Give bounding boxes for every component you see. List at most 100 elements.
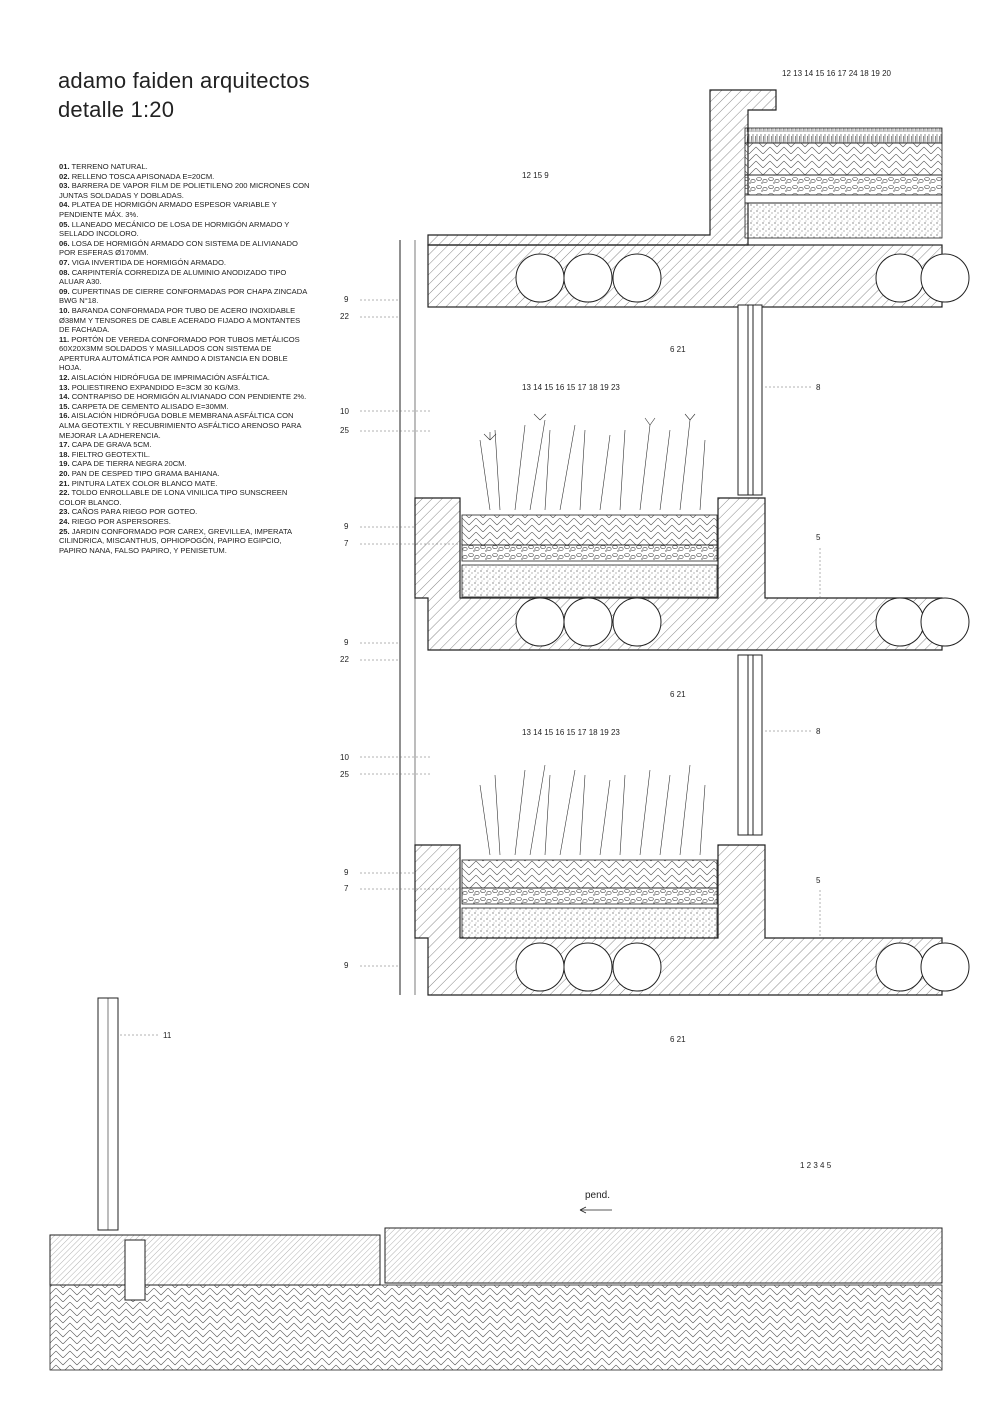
legend-item: 06. LOSA DE HORMIGÓN ARMADO CON SISTEMA … [59,239,311,258]
legend-item-number: 16. [59,411,70,421]
legend-item-text: PINTURA LATEX COLOR BLANCO MATE. [71,478,218,488]
legend-item-number: 02. [59,171,70,181]
callout-7-a: 7 [344,539,349,548]
legend-item-text: CARPETA DE CEMENTO ALISADO e=30mm. [71,401,229,411]
legend-item-number: 19. [59,459,70,469]
roof-section [399,89,970,995]
legend-item-text: TOLDO ENROLLABLE DE LONA VINILICA TIPO S… [59,488,288,507]
legend-item-number: 08. [59,267,70,277]
callout-11: 11 [163,1031,172,1040]
legend-item-text: AISLACIÓN HIDRÓFUGA DOBLE MEMBRANA ASFÁL… [59,411,302,440]
legend-item-text: CAPA DE TIERRA NEGRA 20cm. [71,459,187,469]
legend-item: 05. LLANEADO MECÁNICO DE LOSA DE HORMIGÓ… [59,220,311,239]
planter-upper-callouts: 13 14 15 16 15 17 18 19 23 [522,383,620,392]
legend-item: 12. AISLACIÓN HIDRÓFUGA DE IMPRIMACIÓN A… [59,373,311,383]
legend-item: 22. TOLDO ENROLLABLE DE LONA VINILICA TI… [59,488,311,507]
callout-5-a: 5 [816,533,821,542]
legend-item: 14. CONTRAPISO DE HORMIGÓN ALIVIANADO CO… [59,392,311,402]
legend-item: 20. PAN DE CESPED TIPO GRAMA BAHIANA. [59,469,311,479]
legend-item: 18. FIELTRO GEOTEXTIL. [59,450,311,460]
callout-5-b: 5 [816,876,821,885]
legend-item-number: 21. [59,478,70,488]
callout-22-b: 22 [340,655,349,664]
legend-item: 10. BARANDA CONFORMADA POR TUBO DE ACERO… [59,306,311,335]
legend-item-text: CAÑOS PARA RIEGO POR GOTEO. [71,507,198,517]
legend-item-number: 15. [59,401,70,411]
legend-item-number: 10. [59,305,70,315]
legend-item-number: 23. [59,507,70,517]
gate-and-ground [49,997,943,1371]
callout-9-b: 9 [344,522,349,531]
parapet-callouts: 12 15 9 [522,171,549,180]
legend-item-number: 03. [59,181,70,191]
legend-item: 01. TERRENO NATURAL. [59,162,311,172]
legend-item-text: BARANDA CONFORMADA POR TUBO DE ACERO INO… [59,305,301,335]
legend-item-text: JARDIN CONFORMADO POR CAREX, GREVILLEA, … [59,526,292,555]
planter-lower-callouts: 13 14 15 16 15 17 18 19 23 [522,728,620,737]
legend-item-text: CUPERTINAS DE CIERRE CONFORMADAS POR CHA… [59,286,307,306]
legend-item-number: 18. [59,449,70,459]
legend-item: 19. CAPA DE TIERRA NEGRA 20cm. [59,459,311,469]
legend-item-number: 01. [59,162,70,171]
legend-item-text: POLIESTIRENO EXPANDIDO e=3cm 30 kg/m3. [71,382,241,392]
callout-7-b: 7 [344,884,349,893]
legend-item-number: 12. [59,373,70,383]
legend-item-number: 07. [59,257,70,267]
legend-item-text: RELLENO TOSCA APISONADA e=20cm. [71,171,215,181]
callout-25-b: 25 [340,770,349,779]
legend-item-text: CAPA DE GRAVA 5cm. [71,440,152,450]
legend-item-number: 20. [59,469,70,478]
roof-callouts: 12 13 14 15 16 17 24 18 19 20 [782,69,892,78]
legend-item: 17. CAPA DE GRAVA 5cm. [59,440,311,450]
legend-item-text: PORTÓN DE VEREDA CONFORMADO POR TUBOS ME… [59,334,300,373]
callout-8-b: 8 [816,727,821,736]
callout-9-e: 9 [344,961,349,970]
callout-10-a: 10 [340,407,349,416]
leader-lines [120,299,821,1036]
legend-item: 25. JARDIN CONFORMADO POR CAREX, GREVILL… [59,527,311,556]
ground-callouts: 1 2 3 4 5 [800,1161,832,1170]
legend-item-number: 25. [59,526,70,536]
legend-item: 09. CUPERTINAS DE CIERRE CONFORMADAS POR… [59,287,311,306]
legend-item-text: BARRERA DE VAPOR FILM DE POLIETILENO 200… [59,181,310,200]
slab-upper-callouts: 6 21 [670,345,686,354]
legend-item-number: 11. [59,334,70,344]
scale-subtitle: detalle 1:20 [58,97,175,122]
callout-10-b: 10 [340,753,349,762]
legend-item-text: RIEGO POR ASPERSORES. [71,516,171,526]
legend-item-text: AISLACIÓN HIDRÓFUGA DE IMPRIMACIÓN ASFÁL… [71,373,270,383]
planter-lower [414,764,970,996]
legend-item-number: 24. [59,516,70,526]
legend-item-text: PAN DE CESPED TIPO GRAMA BAHIANA. [71,469,220,478]
legend-item: 08. CARPINTERÍA CORREDIZA DE ALUMINIO AN… [59,268,311,287]
legend-item-text: TERRENO NATURAL. [71,162,148,171]
slab-middle-callouts: 6 21 [670,690,686,699]
legend-item: 07. VIGA INVERTIDA DE HORMIGÓN ARMADO. [59,258,311,268]
legend-item-number: 13. [59,382,70,392]
legend-item-number: 22. [59,488,70,498]
slab-lower-callouts: 6 21 [670,1035,686,1044]
callout-22-a: 22 [340,312,349,321]
legend-item: 03. BARRERA DE VAPOR FILM DE POLIETILENO… [59,181,311,200]
legend-item: 16. AISLACIÓN HIDRÓFUGA DOBLE MEMBRANA A… [59,411,311,440]
legend-item-text: LOSA DE HORMIGÓN ARMADO CON SISTEMA DE A… [59,238,298,258]
callout-9-c: 9 [344,638,349,647]
callout-9-d: 9 [344,868,349,877]
legend-item: 24. RIEGO POR ASPERSORES. [59,517,311,527]
legend-item: 21. PINTURA LATEX COLOR BLANCO MATE. [59,479,311,489]
legend-item-number: 17. [59,440,70,450]
legend-item-number: 09. [59,286,70,296]
legend-item-number: 06. [59,238,70,248]
legend-item-number: 04. [59,200,70,210]
materials-legend: 01. TERRENO NATURAL.02. RELLENO TOSCA AP… [59,162,311,555]
legend-item-text: PLATEA DE HORMIGÓN ARMADO ESPESOR VARIAB… [59,200,277,219]
sliding-window-lower [737,654,763,836]
legend-item: 23. CAÑOS PARA RIEGO POR GOTEO. [59,507,311,517]
sliding-window-upper [737,304,763,496]
legend-item: 04. PLATEA DE HORMIGÓN ARMADO ESPESOR VA… [59,200,311,219]
legend-item: 13. POLIESTIRENO EXPANDIDO e=3cm 30 kg/m… [59,383,311,393]
legend-item: 11. PORTÓN DE VEREDA CONFORMADO POR TUBO… [59,335,311,373]
planter-upper [414,413,970,651]
legend-item-text: VIGA INVERTIDA DE HORMIGÓN ARMADO. [71,257,226,267]
